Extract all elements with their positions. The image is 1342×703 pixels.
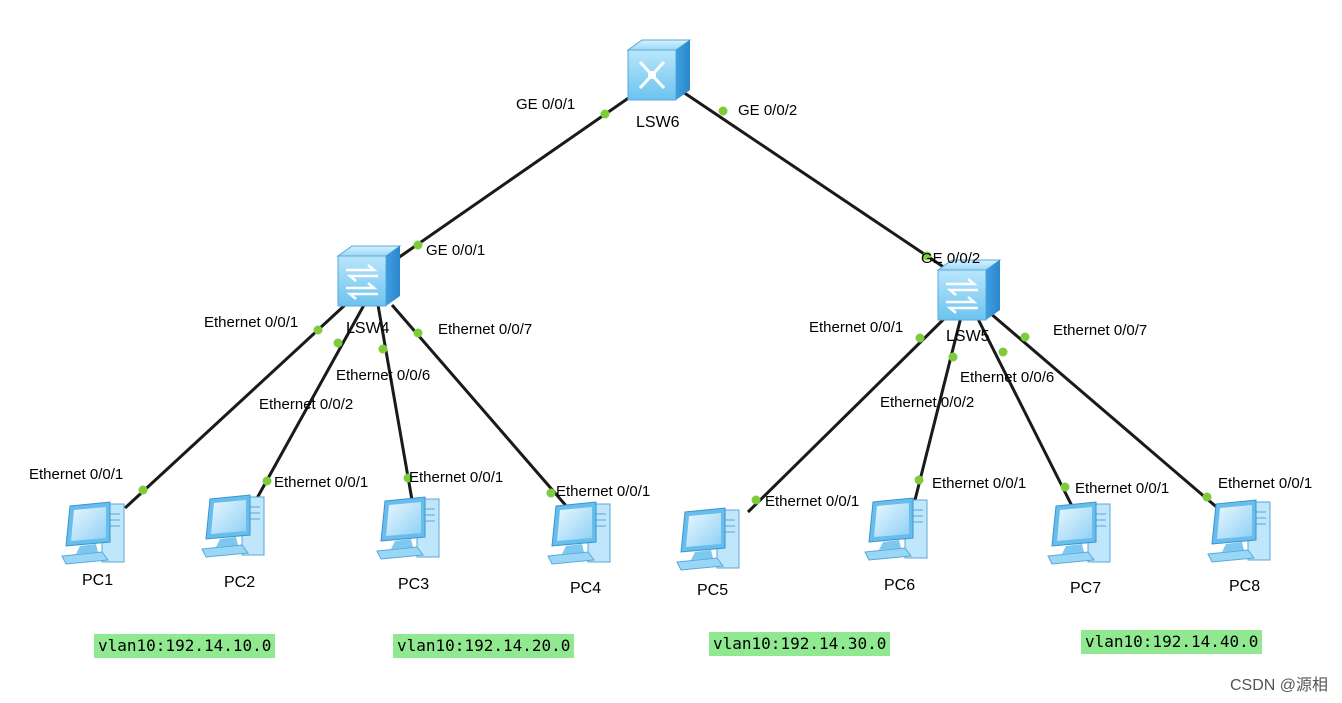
pc7-name: PC7 <box>1070 580 1102 597</box>
port-dot-lsw5-e2 <box>948 352 958 362</box>
link-lsw5-pc8 <box>989 311 1221 512</box>
pc4-icon[interactable] <box>547 501 611 565</box>
port-label-lsw5-e6: Ethernet 0/0/6 <box>960 369 1055 386</box>
link-lsw6-lsw5 <box>679 88 949 272</box>
port-dot-pc5 <box>751 495 761 505</box>
port-label-pc8: Ethernet 0/0/1 <box>1218 475 1313 492</box>
port-label-lsw6-ge2: GE 0/0/2 <box>738 102 798 119</box>
pc6-icon[interactable] <box>864 497 928 561</box>
pc2-name: PC2 <box>224 574 256 591</box>
port-label-lsw5-e7: Ethernet 0/0/7 <box>1053 322 1148 339</box>
port-dot-lsw6-ge1 <box>600 109 610 119</box>
vlan-tag-4: vlan10:192.14.40.0 <box>1081 630 1263 654</box>
port-label-pc2: Ethernet 0/0/1 <box>274 474 369 491</box>
vlan-tag-3: vlan10:192.14.30.0 <box>709 632 891 656</box>
port-label-pc3: Ethernet 0/0/1 <box>409 469 504 486</box>
lsw6-name: LSW6 <box>636 114 680 131</box>
port-label-pc7: Ethernet 0/0/1 <box>1075 480 1170 497</box>
lsw5-name: LSW5 <box>946 328 990 345</box>
port-dot-lsw4-e7 <box>413 328 423 338</box>
link-lsw5-pc5 <box>746 311 952 514</box>
lsw6-core-switch-icon[interactable] <box>626 38 692 102</box>
port-label-lsw5-e1: Ethernet 0/0/1 <box>809 319 904 336</box>
port-label-lsw4-e2: Ethernet 0/0/2 <box>259 396 354 413</box>
watermark: CSDN @源相 <box>1229 677 1328 694</box>
port-dot-pc8 <box>1202 492 1212 502</box>
link-lsw6-lsw4 <box>397 88 641 260</box>
port-label-pc5: Ethernet 0/0/1 <box>765 493 860 510</box>
port-label-pc4: Ethernet 0/0/1 <box>556 483 651 500</box>
port-label-lsw4-ge1: GE 0/0/1 <box>426 242 486 259</box>
lsw4-switch-icon[interactable] <box>336 244 402 308</box>
pc8-name: PC8 <box>1229 578 1261 595</box>
port-label-lsw4-e6: Ethernet 0/0/6 <box>336 367 431 384</box>
pc5-icon[interactable] <box>676 507 740 571</box>
port-dot-lsw6-ge2 <box>718 106 728 116</box>
port-label-lsw5-e2: Ethernet 0/0/2 <box>880 394 975 411</box>
port-dot-pc6 <box>914 475 924 485</box>
pc2-icon[interactable] <box>201 494 265 558</box>
pc3-name: PC3 <box>398 576 430 593</box>
pc4-name: PC4 <box>570 580 602 597</box>
port-dot-lsw4-ge1 <box>413 240 423 250</box>
port-dot-pc2 <box>262 476 272 486</box>
port-label-lsw5-ge2: GE 0/0/2 <box>921 250 981 267</box>
port-label-pc6: Ethernet 0/0/1 <box>932 475 1027 492</box>
port-dot-lsw4-e6 <box>378 344 388 354</box>
port-label-lsw4-e1: Ethernet 0/0/1 <box>204 314 299 331</box>
port-dot-lsw4-e1 <box>313 325 323 335</box>
port-label-lsw6-ge1: GE 0/0/1 <box>516 96 576 113</box>
port-label-lsw4-e7: Ethernet 0/0/7 <box>438 321 533 338</box>
port-dot-lsw5-ge2 <box>922 251 932 261</box>
lsw4-name: LSW4 <box>346 320 390 337</box>
link-lsw4-pc3 <box>376 304 414 501</box>
pc5-name: PC5 <box>697 582 729 599</box>
vlan-tag-2: vlan10:192.14.20.0 <box>393 634 575 658</box>
link-lsw5-pc7 <box>973 312 1075 509</box>
port-dot-lsw4-e2 <box>333 338 343 348</box>
link-lsw4-pc1 <box>123 303 347 510</box>
link-lsw4-pc2 <box>254 304 366 501</box>
port-dot-pc3 <box>403 473 413 483</box>
port-dot-lsw5-e1 <box>915 333 925 343</box>
port-dot-pc4 <box>546 488 556 498</box>
port-dot-lsw5-e7 <box>1020 332 1030 342</box>
port-dot-lsw5-e6 <box>998 347 1008 357</box>
vlan-tag-1: vlan10:192.14.10.0 <box>94 634 276 658</box>
pc6-name: PC6 <box>884 577 916 594</box>
link-lsw5-pc6 <box>913 312 964 501</box>
port-dots <box>138 106 1212 505</box>
links <box>123 88 1221 514</box>
pc1-name: PC1 <box>82 572 114 589</box>
pc3-icon[interactable] <box>376 496 440 560</box>
port-dot-pc7 <box>1060 482 1070 492</box>
lsw5-switch-icon[interactable] <box>936 258 1002 322</box>
port-label-pc1: Ethernet 0/0/1 <box>29 466 124 483</box>
port-dot-pc1 <box>138 485 148 495</box>
pc7-icon[interactable] <box>1047 501 1111 565</box>
pc1-icon[interactable] <box>61 501 125 565</box>
pc8-icon[interactable] <box>1207 499 1271 563</box>
link-lsw4-pc4 <box>390 304 570 509</box>
